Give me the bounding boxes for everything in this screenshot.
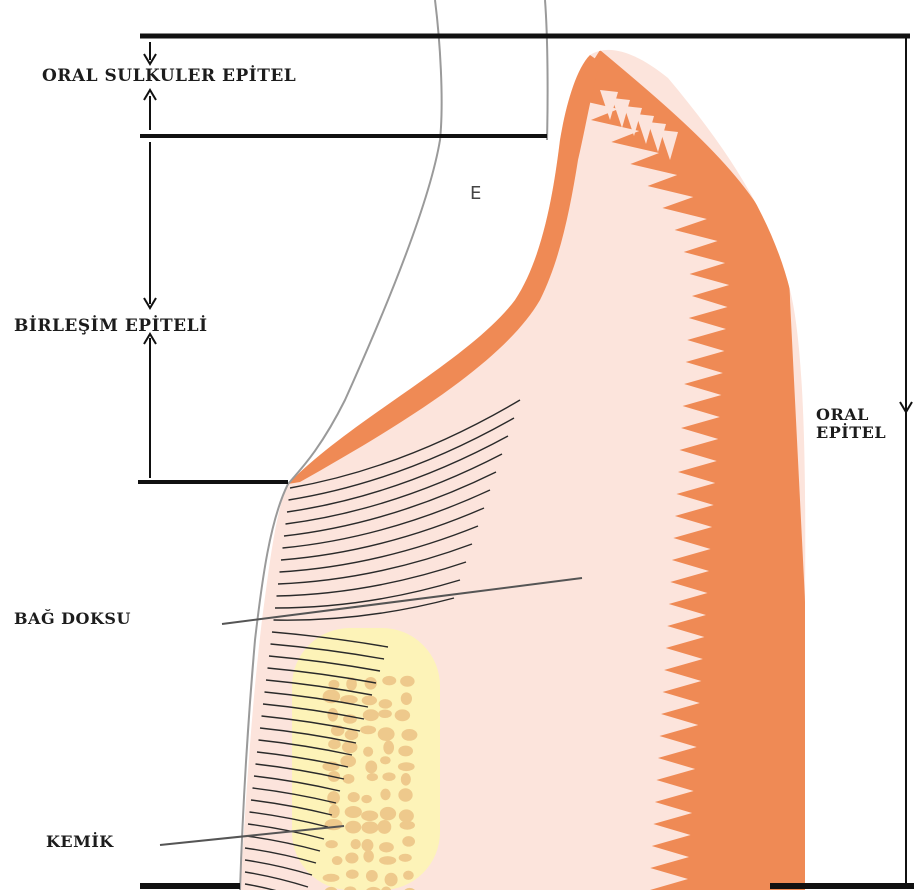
bone-trabecula — [382, 772, 395, 781]
bone-trabecula — [367, 773, 378, 781]
bone-trabecula — [345, 729, 359, 740]
label-bag-doksu: BAĞ DOKSU — [14, 609, 131, 628]
bone-trabecula — [401, 729, 417, 741]
bone-trabecula — [378, 820, 392, 834]
bone-trabecula — [343, 774, 355, 784]
bone-trabecula — [325, 840, 338, 848]
label-oral-epitel-line1: ORAL — [816, 406, 886, 424]
bone-trabecula — [379, 856, 396, 865]
bone-trabecula — [399, 854, 412, 862]
bone-trabecula — [351, 839, 361, 849]
bone-trabecula — [363, 850, 373, 862]
label-kemik: KEMİK — [46, 832, 114, 851]
bone-trabecula — [399, 809, 414, 822]
bone-trabecula — [348, 792, 360, 802]
bone-trabecula — [378, 710, 392, 719]
bone-trabecula — [363, 709, 379, 721]
bone-trabecula — [403, 871, 414, 880]
bone-trabecula — [382, 676, 396, 685]
bone-trabecula — [383, 741, 394, 755]
bone-trabecula — [323, 874, 340, 882]
bone-trabecula — [379, 842, 394, 852]
label-oral-sulkuler-epitel: ORAL SULKULER EPİTEL — [42, 66, 296, 86]
bone-trabecula — [361, 810, 378, 820]
bone-trabecula — [380, 789, 390, 801]
bone-trabecula — [380, 807, 396, 820]
bone-trabecula — [401, 773, 411, 786]
bone-trabecula — [362, 696, 377, 706]
bone-trabecula — [361, 821, 378, 833]
bone-trabecula — [395, 709, 410, 721]
bone-trabecula — [361, 795, 372, 803]
bone-trabecula — [332, 856, 343, 865]
bone-trabecula — [329, 805, 340, 818]
bone-trabecula — [366, 870, 378, 882]
bone-trabecula — [360, 725, 376, 734]
tooth-outline-inner — [545, 0, 548, 140]
label-birlesim-epiteli: BİRLEŞİM EPİTELİ — [14, 316, 208, 336]
bone-trabecula — [345, 852, 358, 863]
bone-trabecula — [385, 873, 398, 887]
bone-trabecula — [365, 760, 377, 773]
label-oral-epitel: ORAL EPİTEL — [816, 406, 886, 442]
bone-trabecula — [345, 821, 361, 834]
bone-trabecula — [398, 762, 415, 771]
bone-trabecula — [362, 839, 374, 851]
label-enamel-e: E — [470, 183, 481, 204]
label-oral-epitel-line2: EPİTEL — [816, 424, 886, 442]
bone-trabecula — [398, 788, 412, 801]
bone-trabecula — [328, 739, 341, 749]
bone-trabecula — [402, 836, 415, 847]
bone-trabecula — [401, 692, 412, 705]
bone-trabecula — [363, 747, 373, 757]
bone-trabecula — [380, 756, 391, 764]
bone-trabecula — [327, 708, 338, 722]
bone-trabecula — [400, 676, 414, 687]
bone-trabecula — [400, 821, 415, 830]
bone-trabecula — [379, 699, 393, 708]
bone-trabecula — [398, 746, 413, 757]
bone-trabecula — [345, 806, 362, 818]
bone-trabecula — [346, 870, 359, 879]
bone-trabecula — [378, 727, 395, 741]
